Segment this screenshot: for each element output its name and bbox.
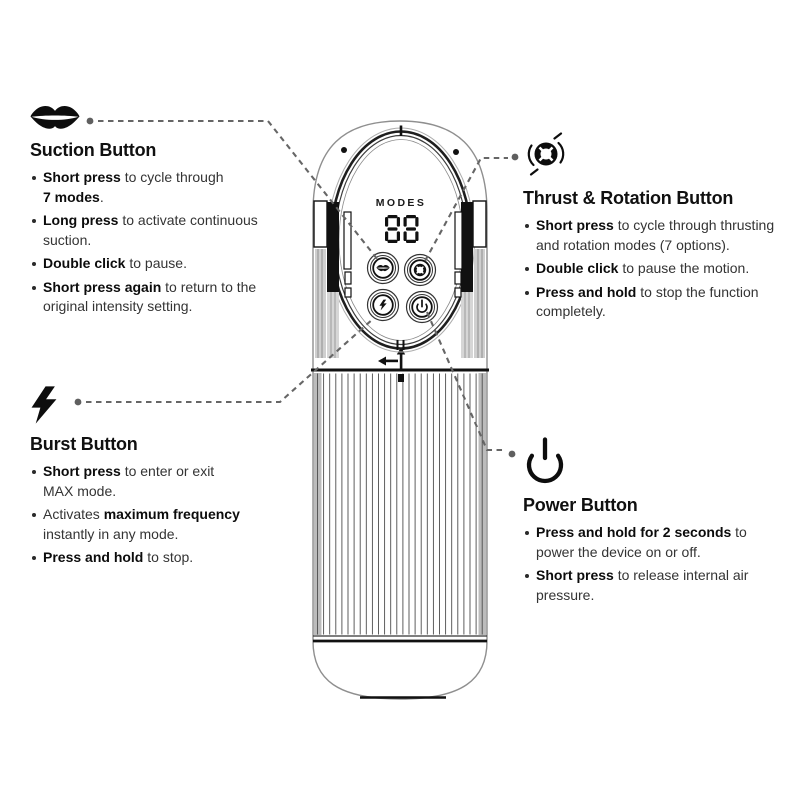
instruction-item: Short press to enter or exit MAX mode. — [30, 462, 278, 501]
instruction-item: Press and hold for 2 seconds to power th… — [523, 523, 785, 562]
seam-arrow-up — [396, 347, 406, 355]
lightning-icon — [31, 386, 57, 424]
instruction-item: Short press to cycle through 7 modes. — [30, 168, 278, 207]
seam-arrow-left — [378, 356, 386, 366]
instruction-item: Press and hold to stop the function comp… — [523, 283, 785, 322]
thrust-instructions: Short press to cycle through thrusting a… — [523, 216, 785, 322]
instruction-item: Short press to release internal air pres… — [523, 566, 785, 605]
power-connector-dot — [508, 450, 516, 458]
lightning-icon — [379, 299, 387, 311]
instruction-item: Double click to pause. — [30, 254, 278, 274]
side-rails — [313, 200, 487, 358]
burst-connector — [86, 317, 375, 404]
instruction-item: Short press again to return to the origi… — [30, 278, 278, 317]
suction-instructions: Short press to cycle through 7 modes. Lo… — [30, 168, 278, 317]
suction-connector — [98, 119, 379, 261]
device-burst-button — [366, 288, 400, 322]
burst-instructions: Short press to enter or exit MAX mode. A… — [30, 462, 278, 568]
seam-marker — [378, 347, 406, 382]
power-icon-row — [523, 437, 785, 490]
connector-dots — [74, 117, 519, 458]
head-dot-right — [453, 149, 459, 155]
power-connector — [426, 311, 505, 452]
instruction-item: Press and hold to stop. — [30, 548, 278, 568]
thrust-section: Thrust & Rotation Button Short press to … — [523, 132, 785, 326]
rotation-icon — [413, 263, 427, 277]
instruction-item: Activates maximum frequency instantly in… — [30, 505, 278, 544]
rib-texture — [317, 373, 483, 635]
mode-display: MODES — [376, 197, 427, 243]
control-face: MODES — [313, 125, 487, 358]
thrust-icon-row — [523, 132, 785, 183]
power-section: Power Button Press and hold for 2 second… — [523, 437, 785, 609]
lips-icon — [30, 105, 80, 129]
thrust-connector — [424, 156, 508, 262]
callout-connectors — [86, 119, 508, 452]
power-icon — [526, 437, 564, 484]
suction-section: Suction Button Short press to cycle thro… — [30, 104, 278, 321]
instruction-item: Double click to pause the motion. — [523, 259, 785, 279]
instruction-item: Long press to activate continuous suctio… — [30, 211, 278, 250]
device-power-button — [405, 290, 439, 324]
power-icon — [416, 299, 428, 313]
instruction-item: Short press to cycle through thrusting a… — [523, 216, 785, 255]
face-rails — [343, 211, 463, 298]
burst-icon-row — [30, 386, 278, 429]
suction-connector-dot — [86, 117, 94, 125]
device-thrust-rotation-button — [403, 253, 437, 287]
face-ring-main — [329, 130, 473, 350]
display-digits — [385, 215, 419, 243]
device-suction-button — [366, 251, 400, 285]
display-label: MODES — [376, 197, 427, 209]
suction-title: Suction Button — [30, 140, 157, 160]
thrust-connector-dot — [511, 153, 519, 161]
burst-title: Burst Button — [30, 434, 138, 454]
lips-icon — [376, 264, 390, 272]
suction-icon-row — [30, 104, 278, 135]
head-dot-left — [341, 147, 347, 153]
rotation-icon — [527, 132, 565, 176]
thrust-title: Thrust & Rotation Button — [523, 188, 734, 208]
burst-connector-dot — [74, 398, 82, 406]
burst-section: Burst Button Short press to enter or exi… — [30, 386, 278, 572]
power-title: Power Button — [523, 495, 638, 515]
power-instructions: Press and hold for 2 seconds to power th… — [523, 523, 785, 605]
